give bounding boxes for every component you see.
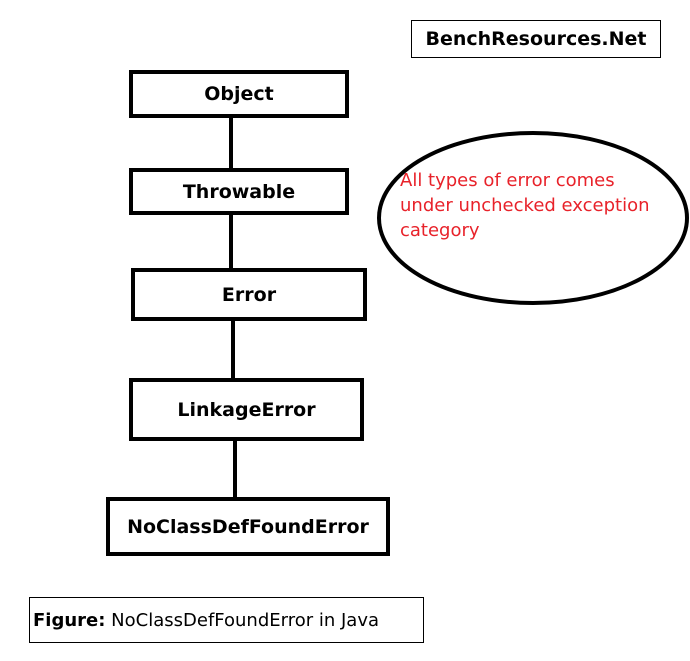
note-text: All types of error comes under unchecked… (400, 170, 650, 241)
node-linkage-error: LinkageError (129, 378, 364, 441)
node-error: Error (131, 268, 367, 321)
edge-object-throwable (229, 117, 233, 168)
note-ellipse (377, 131, 689, 305)
edge-linkage-error-no-class-def-found-error (233, 440, 237, 498)
node-throwable: Throwable (129, 168, 349, 215)
figure-caption: Figure: NoClassDefFoundError in Java (29, 597, 424, 643)
node-no-class-def-found-error: NoClassDefFoundError (106, 497, 390, 556)
edge-error-linkage-error (231, 320, 235, 378)
caption-text: NoClassDefFoundError in Java (105, 609, 379, 631)
caption-label: Figure: (33, 609, 106, 631)
node-object: Object (129, 70, 349, 118)
brand-label: BenchResources.Net (411, 20, 661, 58)
edge-throwable-error (229, 214, 233, 269)
